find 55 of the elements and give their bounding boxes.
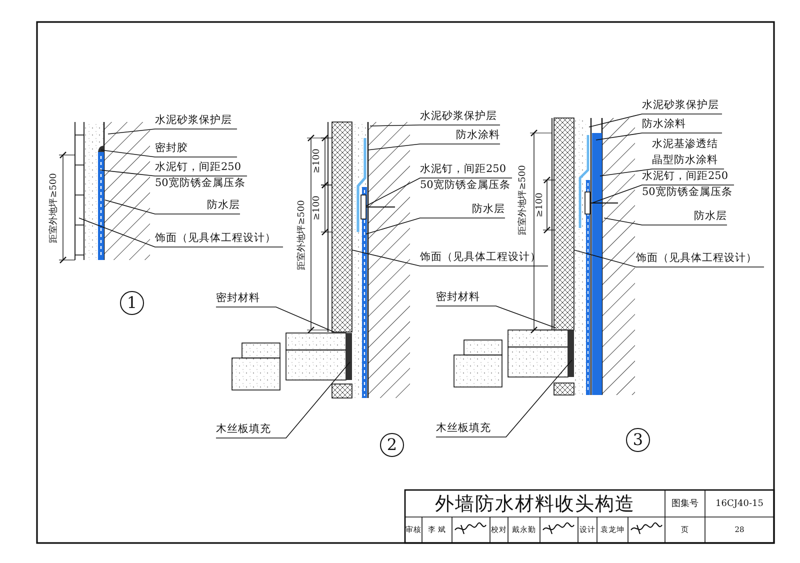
callout-text: 水泥砂浆保护层: [642, 98, 720, 113]
callout-text: 饰面（见具体工程设计）: [420, 250, 542, 265]
leader-line: [600, 168, 724, 176]
callout-text: 防水涂料: [455, 128, 500, 143]
callout-text: 水泥钉，间距250: [155, 160, 242, 175]
callout-text: 水泥钉，间距250: [642, 169, 730, 184]
callout-text: 50宽防锈金属压条: [642, 185, 734, 200]
detail-number: 3: [626, 428, 650, 452]
callout-text: 木丝板填充: [436, 421, 492, 436]
leader-line: [368, 144, 500, 150]
callout-text: 防水层: [693, 209, 727, 224]
dimension-text: 距室外地坪≥500: [296, 200, 308, 270]
callout-text: 密封材料: [436, 290, 481, 305]
leader-line: [100, 170, 248, 176]
detail-number: 2: [380, 433, 404, 457]
leader-line: [436, 360, 572, 438]
leader-line: [596, 132, 722, 140]
callout-text: 水泥砂浆保护层: [420, 109, 498, 124]
callout-text: 50宽防锈金属压条: [420, 178, 512, 193]
leader-line: [352, 250, 548, 266]
leader-line: [574, 250, 764, 268]
callout-text: 防水层: [206, 198, 240, 213]
callout-text: 水泥砂浆保护层: [155, 113, 233, 128]
dimension-text: ≥100: [534, 192, 546, 218]
leader-line: [78, 218, 284, 248]
leader-line: [592, 184, 734, 204]
drawing-title: 外墙防水材料收头构造: [435, 492, 635, 514]
leader-line: [216, 306, 334, 332]
leader-line: [104, 200, 240, 214]
callout-text: 密封胶: [155, 141, 189, 156]
dimension-text: ≥100: [311, 148, 323, 174]
dimension-text: ≥100: [311, 196, 323, 220]
field-label: 图集号: [672, 498, 698, 510]
callout-text: 密封材料: [216, 291, 261, 306]
callout-text: 水泥钉，间距250: [420, 162, 508, 177]
callout-text: 50宽防锈金属压条: [155, 176, 246, 191]
callout-text: 木丝板填充: [216, 422, 272, 437]
callout-text: 饰面（见具体工程设计）: [155, 231, 277, 246]
callout-text: 防水层: [471, 202, 505, 217]
leader-line: [100, 150, 238, 158]
drawing-number: 16CJ40-15: [716, 498, 764, 510]
callout-text: 饰面（见具体工程设计）: [636, 251, 758, 266]
detail-number: 1: [120, 291, 144, 315]
callout-text: 防水涂料: [642, 117, 687, 132]
leader-line: [366, 218, 506, 234]
leader-line: [436, 306, 556, 328]
callout-text: 水泥基渗透结晶型防水涂料: [652, 137, 719, 168]
leader-line: [588, 114, 722, 128]
leader-line: [216, 362, 350, 438]
leader-line: [604, 218, 728, 226]
leader-line: [366, 178, 512, 206]
dimension-text: 距室外地坪≥500: [517, 165, 529, 235]
leader-line: [108, 128, 238, 134]
dimension-text: 距室外地坪≥500: [48, 173, 60, 243]
leader-line: [370, 124, 500, 126]
